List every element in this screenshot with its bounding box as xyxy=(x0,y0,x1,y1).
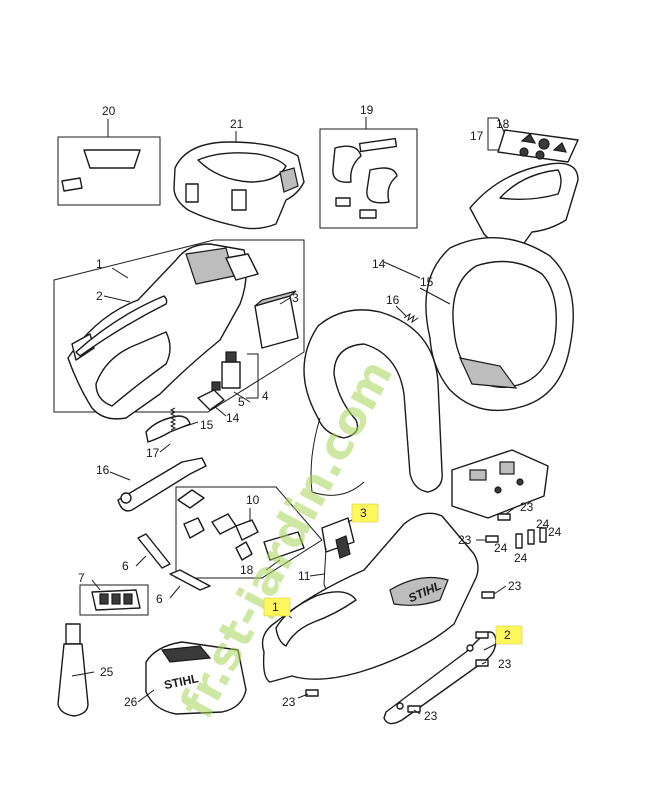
callout-3-top[interactable]: 3 xyxy=(292,291,299,305)
callout-6a[interactable]: 6 xyxy=(122,559,129,573)
highlight-box-3 xyxy=(351,503,379,523)
pad-3 xyxy=(254,290,299,349)
bracket-4 xyxy=(246,353,259,399)
hook-9 xyxy=(323,547,333,591)
switch-module-7 xyxy=(91,589,141,611)
callout-21[interactable]: 20 xyxy=(102,104,116,118)
callout-2-highlight[interactable]: 2 xyxy=(504,628,511,642)
battery-26: STIHL xyxy=(145,641,247,715)
kit-box-21 xyxy=(57,136,161,206)
bracket-18-19 xyxy=(487,117,498,151)
callout-24-b[interactable]: 24 xyxy=(548,525,562,539)
clip-10 xyxy=(197,381,225,411)
circuit-board-24 xyxy=(451,449,549,549)
callout-12[interactable]: 16 xyxy=(96,463,110,477)
front-loop-handle-15 xyxy=(303,309,443,496)
callout-14[interactable]: 18 xyxy=(240,563,254,577)
callout-25[interactable]: 25 xyxy=(100,665,114,679)
switch-kit-8 xyxy=(177,489,305,561)
grease-tube-25 xyxy=(57,623,89,717)
top-cover-22 xyxy=(173,141,305,230)
highlight-box-2 xyxy=(495,625,523,645)
callout-23-b[interactable]: 23 xyxy=(424,709,438,723)
callout-24-d[interactable]: 24 xyxy=(514,551,528,565)
screws-23 xyxy=(305,513,511,713)
callout-13[interactable]: 17 xyxy=(146,446,160,460)
callout-10[interactable]: 14 xyxy=(226,411,240,425)
callout-19[interactable]: 18 xyxy=(496,117,510,131)
trigger-11 xyxy=(145,415,191,443)
callout-16[interactable]: 15 xyxy=(420,275,434,289)
trigger-rod-12 xyxy=(117,457,207,512)
callout-5[interactable]: 5 xyxy=(238,395,245,409)
callout-23-c[interactable]: 23 xyxy=(498,657,512,671)
callout-6b[interactable]: 6 xyxy=(156,592,163,606)
highlight-box-1 xyxy=(263,597,291,617)
callout-20[interactable]: 19 xyxy=(360,103,374,117)
callout-15[interactable]: 14 xyxy=(372,257,386,271)
rear-handle-inner-1 xyxy=(67,243,259,420)
callout-labels: 20 21 19 18 17 1 2 3 4 5 14 15 17 16 14 … xyxy=(78,103,562,723)
callout-23-d[interactable]: 23 xyxy=(508,579,522,593)
side-rail-2 xyxy=(383,631,497,725)
callout-17[interactable]: 16 xyxy=(386,293,400,307)
kit-box-7 xyxy=(79,584,149,616)
kit-box-1 xyxy=(53,239,305,413)
switch-5 xyxy=(221,351,241,389)
callout-24-a[interactable]: 24 xyxy=(536,517,550,531)
callout-11[interactable]: 15 xyxy=(200,418,214,432)
rear-loop-handle-16 xyxy=(425,237,574,412)
warning-decal-19 xyxy=(497,129,579,163)
spring-13 xyxy=(169,407,177,431)
callout-23-e[interactable]: 23 xyxy=(458,533,472,547)
callout-23-a[interactable]: 23 xyxy=(282,695,296,709)
callout-9[interactable]: 11 xyxy=(298,569,311,583)
callout-24-c[interactable]: 24 xyxy=(494,541,508,555)
kit-box-20 xyxy=(319,128,418,229)
callout-7[interactable]: 7 xyxy=(78,571,85,585)
main-housing-1 xyxy=(261,512,479,683)
spring-clip-6a xyxy=(137,533,171,569)
callout-22[interactable]: 21 xyxy=(230,117,244,131)
callout-4[interactable]: 4 xyxy=(262,389,269,403)
callout-2-top[interactable]: 2 xyxy=(96,289,103,303)
callout-1-highlight[interactable]: 1 xyxy=(272,600,279,614)
callout-3-highlight[interactable]: 3 xyxy=(360,506,367,520)
handle-cover-18 xyxy=(469,162,579,247)
callout-18[interactable]: 17 xyxy=(470,129,484,143)
callout-26[interactable]: 26 xyxy=(124,695,138,709)
loop-mount-17 xyxy=(403,312,419,324)
handle-gasket-2 xyxy=(75,295,168,357)
callout-23-f[interactable]: 23 xyxy=(520,500,534,514)
kit-box-8 xyxy=(175,486,323,579)
pad-3b xyxy=(321,517,355,559)
callout-1-top[interactable]: 1 xyxy=(96,257,103,271)
spring-clip-6b xyxy=(169,569,211,591)
callout-8[interactable]: 10 xyxy=(246,493,260,507)
